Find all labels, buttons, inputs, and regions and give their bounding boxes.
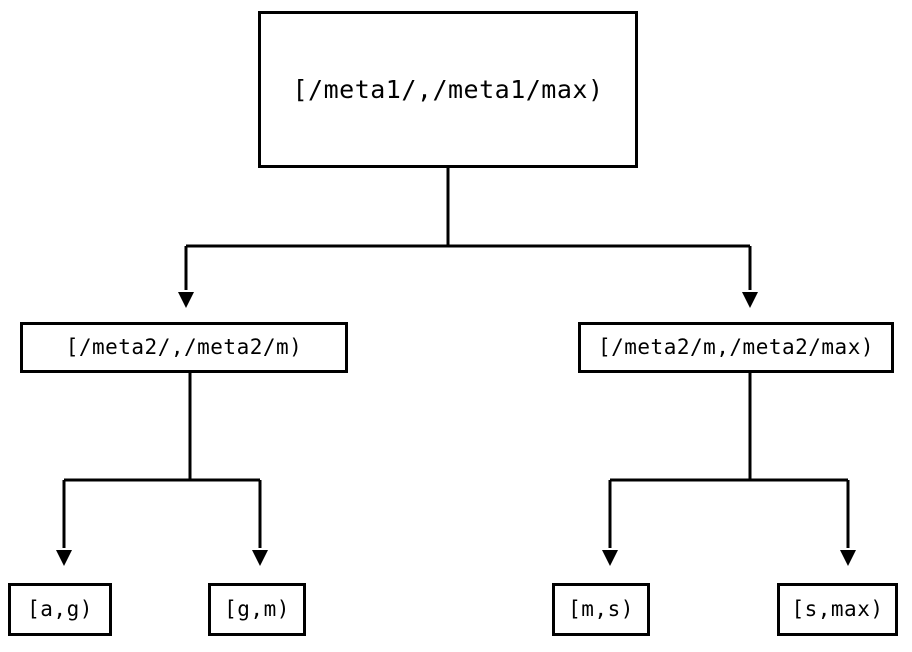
arrowhead-mid-left-to-leaf-ag <box>56 550 72 566</box>
tree-node-leaf-ms[interactable]: [m,s) <box>552 583 650 636</box>
arrowhead-root-to-mid-left <box>178 292 194 308</box>
tree-node-leaf-ag[interactable]: [a,g) <box>8 583 112 636</box>
arrowhead-mid-right-to-leaf-smax <box>840 550 856 566</box>
tree-node-mid-left-label: [/meta2/,/meta2/m) <box>65 335 303 359</box>
tree-node-mid-right[interactable]: [/meta2/m,/meta2/max) <box>578 322 894 373</box>
tree-node-mid-left[interactable]: [/meta2/,/meta2/m) <box>20 322 348 373</box>
arrowhead-mid-right-to-leaf-ms <box>602 550 618 566</box>
tree-node-mid-right-label: [/meta2/m,/meta2/max) <box>597 335 874 359</box>
tree-node-leaf-gm-label: [g,m) <box>224 597 290 621</box>
arrowhead-mid-left-to-leaf-gm <box>252 550 268 566</box>
tree-node-leaf-ag-label: [a,g) <box>27 597 93 621</box>
tree-node-leaf-gm[interactable]: [g,m) <box>208 583 306 636</box>
tree-node-leaf-ms-label: [m,s) <box>568 597 634 621</box>
arrowhead-root-to-mid-right <box>742 292 758 308</box>
tree-node-root[interactable]: [/meta1/,/meta1/max) <box>258 11 638 168</box>
tree-node-root-label: [/meta1/,/meta1/max) <box>292 75 604 104</box>
tree-node-leaf-smax[interactable]: [s,max) <box>777 583 898 636</box>
tree-node-leaf-smax-label: [s,max) <box>791 597 884 621</box>
